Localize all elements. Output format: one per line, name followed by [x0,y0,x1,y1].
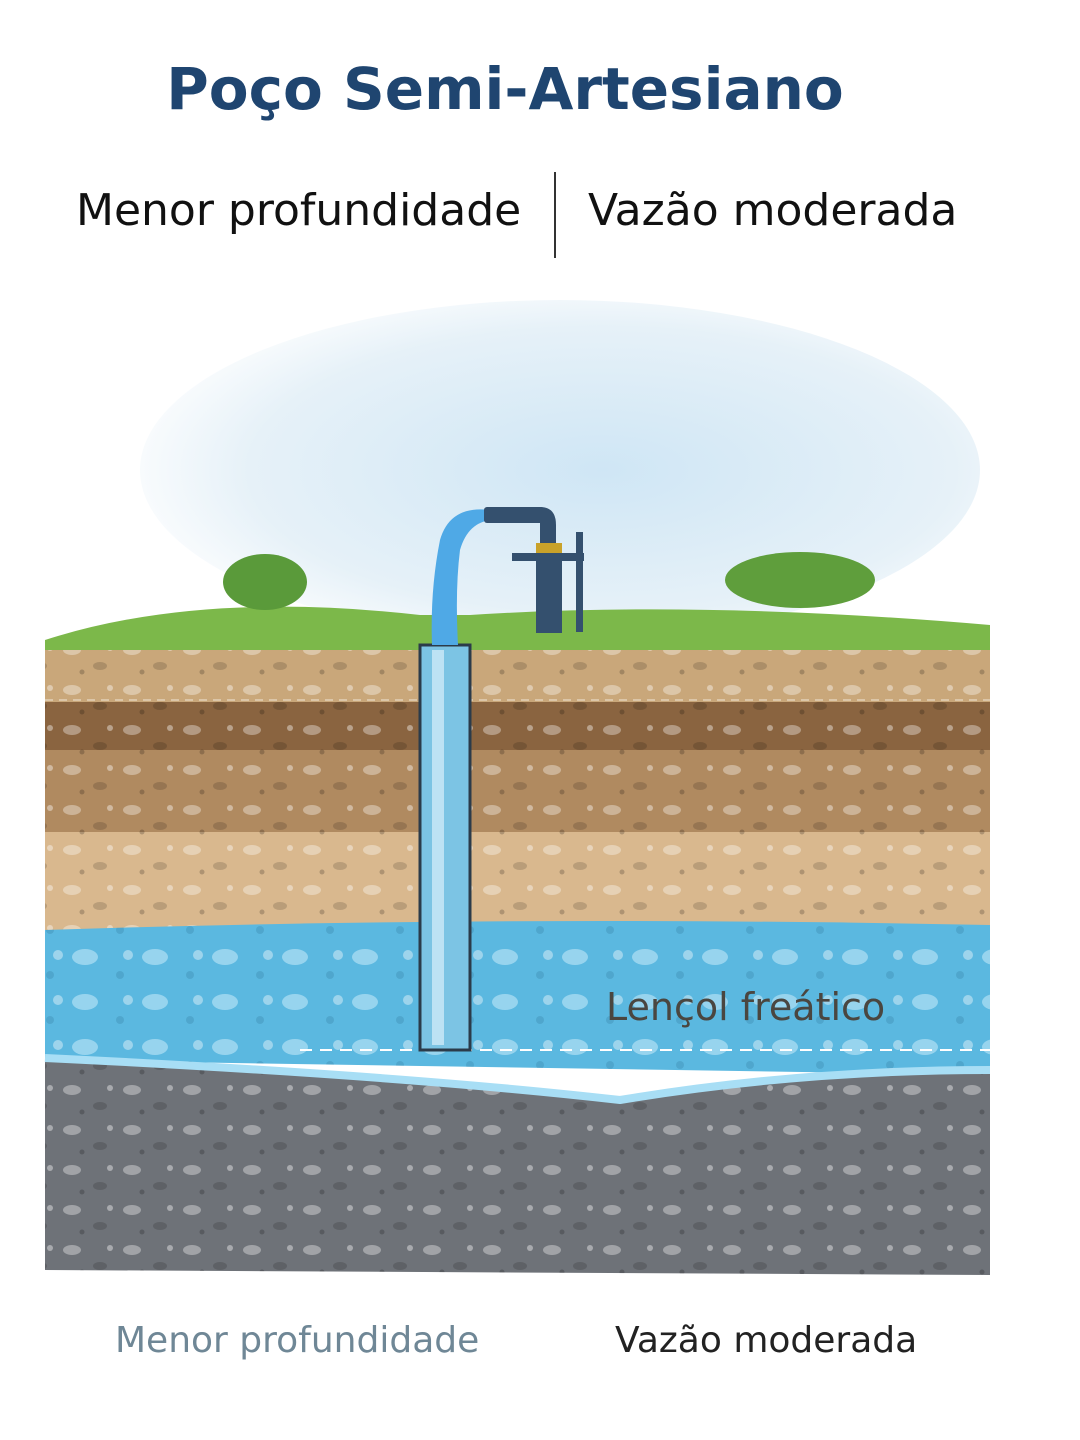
aquifer-boundary [44,1054,991,1105]
grass [45,606,990,652]
well-casing [418,643,472,1052]
pump-icon [484,507,584,633]
water-spout [431,509,492,645]
footer-right-label: Vazão moderada [615,1320,918,1361]
bush-right [725,552,875,608]
well-illustration [44,300,991,1275]
water-table-label: Lençol freático [606,985,886,1029]
header-divider [554,172,556,258]
page-title: Poço Semi-Artesiano [166,55,844,123]
footer-left-label: Menor profundidade [115,1320,480,1361]
bush-left [223,554,307,610]
header-right-label: Vazão moderada [588,185,958,236]
header-left-label: Menor profundidade [76,185,522,236]
